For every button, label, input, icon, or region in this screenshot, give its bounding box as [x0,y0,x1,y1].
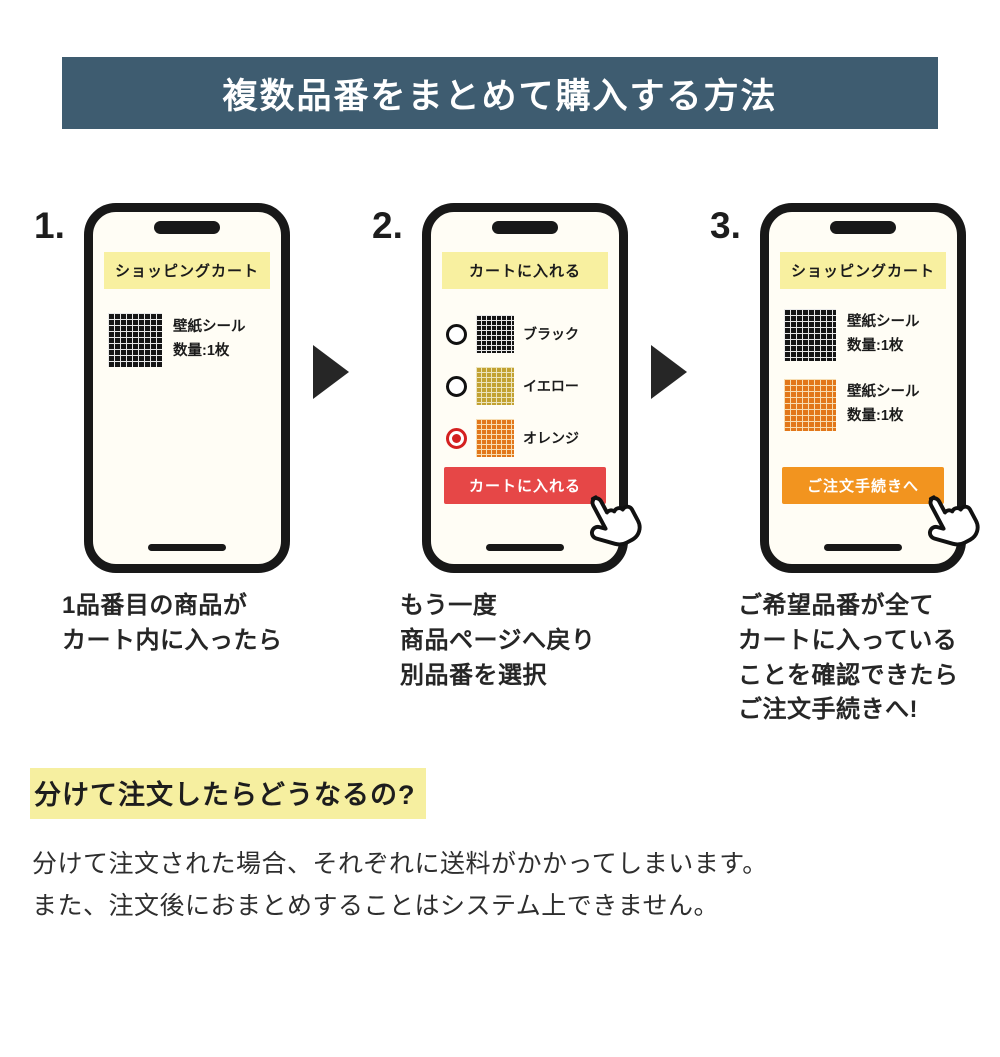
product-name: 壁紙シール [847,314,920,331]
cart-item-row: 壁紙シール 数量:1枚 [784,309,957,361]
product-name: 壁紙シール [847,384,920,401]
step-2-caption: もう一度 商品ページへ戻り 別品番を選択 [400,589,628,693]
color-option-black: ブラック [446,315,619,353]
swatch-orange-icon [784,379,836,431]
caption-line: カート内に入ったら [62,626,283,654]
swatch-orange-icon [476,419,514,457]
hand-cursor-icon [927,495,980,547]
phone-frame-2: カートに入れる ブラック イエロー オレンジ カートに入れる [422,203,642,573]
phone-home-indicator [824,544,902,551]
caption-line: 商品ページへ戻り [400,626,596,654]
step-3-number: 3. [710,205,741,246]
step-1-number: 1. [34,205,65,246]
phone-home-indicator [486,544,564,551]
step-1: 1. ショッピングカート 壁紙シール 数量:1枚 1品番目の商品が カート内に入… [34,203,290,659]
product-quantity: 数量:1枚 [173,343,230,359]
hand-cursor-icon [589,495,642,547]
caption-line: 1品番目の商品が [62,592,248,619]
caption-line: カートに入っている [738,626,958,654]
step-2: 2. カートに入れる ブラック イエロー オレンジ [372,203,642,693]
step-3-top: 3. ショッピングカート 壁紙シール 数量:1枚 壁紙シール 数量:1枚 [710,203,980,573]
checkout-button: ご注文手続きへ [782,467,944,504]
qa-heading: 分けて注文したらどうなるの? [30,768,426,820]
header-banner: 複数品番をまとめて購入する方法 [62,57,938,129]
step-1-caption: 1品番目の商品が カート内に入ったら [62,589,290,659]
cart-screen-title: ショッピングカート [780,252,946,289]
color-option-label: オレンジ [523,430,579,446]
page-title: 複数品番をまとめて購入する方法 [222,76,778,116]
product-quantity: 数量:1枚 [847,408,904,424]
color-option-label: ブラック [523,326,579,342]
cart-item-text: 壁紙シール 数量:1枚 [173,316,246,364]
step-3: 3. ショッピングカート 壁紙シール 数量:1枚 壁紙シール 数量:1枚 [710,203,980,728]
cart-item-text: 壁紙シール 数量:1枚 [847,311,920,359]
color-option-yellow: イエロー [446,367,619,405]
steps-row: 1. ショッピングカート 壁紙シール 数量:1枚 1品番目の商品が カート内に入… [34,203,980,728]
caption-line: ご希望品番が全て [738,592,934,619]
cart-item-row: 壁紙シール 数量:1枚 [108,313,281,367]
product-quantity: 数量:1枚 [847,338,904,354]
cart-item-text: 壁紙シール 数量:1枚 [847,381,920,429]
product-name: 壁紙シール [173,319,246,336]
phone-frame-3: ショッピングカート 壁紙シール 数量:1枚 壁紙シール 数量:1枚 ご注文手続き [760,203,980,573]
phone-home-indicator [148,544,226,551]
cart-screen-title: ショッピングカート [104,252,270,289]
color-option-orange: オレンジ [446,419,619,457]
add-to-cart-screen-title: カートに入れる [442,252,608,289]
hand-cursor-icon [571,475,663,572]
color-option-label: イエロー [523,378,579,394]
arrow-right-icon [313,345,349,399]
phone-notch [830,221,896,234]
qa-body-line: 分けて注文された場合、それぞれに送料がかかってしまいます。 [32,850,768,879]
swatch-black-icon [784,309,836,361]
step-2-top: 2. カートに入れる ブラック イエロー オレンジ [372,203,642,573]
swatch-yellow-icon [476,367,514,405]
radio-unselected-icon [446,375,467,397]
radio-unselected-icon [446,323,467,345]
swatch-black-icon [108,313,162,367]
phone-notch [154,221,220,234]
step-2-number: 2. [372,205,403,246]
step-3-caption: ご希望品番が全て カートに入っている ことを確認できたら ご注文手続きへ! [738,589,966,728]
qa-body-line: また、注文後におまとめすることはシステム上できません。 [32,892,720,921]
cart-item-row: 壁紙シール 数量:1枚 [784,379,957,431]
qa-section: 分けて注文したらどうなるの? 分けて注文された場合、それぞれに送料がかかってしま… [30,768,1000,927]
caption-line: ことを確認できたら [738,661,959,689]
arrow-right-icon [651,345,687,399]
swatch-black-icon [476,315,514,353]
phone-notch [492,221,558,234]
add-to-cart-button: カートに入れる [444,467,606,504]
caption-line: 別品番を選択 [400,661,547,689]
qa-body: 分けて注文された場合、それぞれに送料がかかってしまいます。 また、注文後におまと… [32,843,1000,927]
hand-cursor-icon [909,475,1000,572]
step-1-top: 1. ショッピングカート 壁紙シール 数量:1枚 [34,203,290,573]
radio-selected-icon [446,427,467,449]
phone-frame-1: ショッピングカート 壁紙シール 数量:1枚 [84,203,290,573]
caption-line: もう一度 [400,592,498,619]
caption-line: ご注文手続きへ! [738,696,918,724]
